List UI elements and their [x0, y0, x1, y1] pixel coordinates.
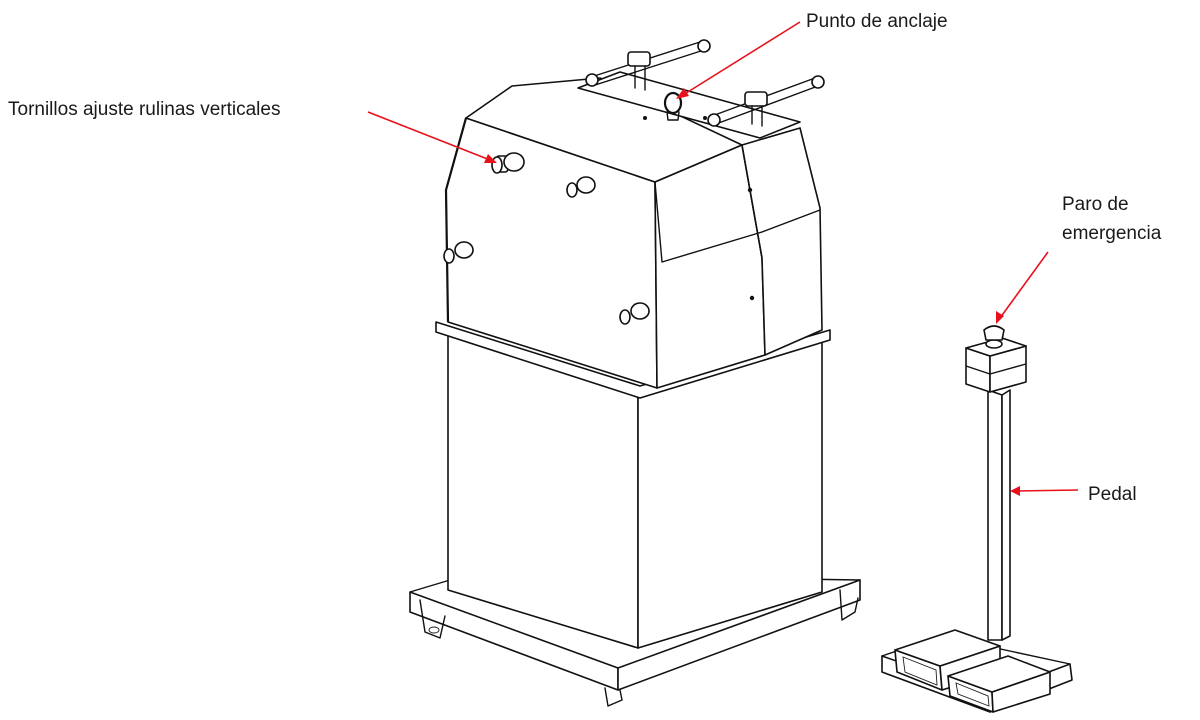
pedal-unit	[881, 325, 1073, 713]
arrow-adjust-screws	[367, 111, 491, 161]
arrow-pedal-head	[1010, 486, 1020, 496]
label-pedal: Pedal	[1088, 484, 1137, 505]
arrow-emergency-stop	[999, 251, 1049, 319]
arrow-anchor-point-head	[676, 88, 689, 99]
crank-handles	[585, 39, 825, 127]
label-emergency-stop-line2: emergencia	[1062, 223, 1162, 244]
upper-housing	[444, 71, 823, 389]
label-emergency-stop: Paro de emergencia	[1062, 190, 1161, 248]
arrow-pedal	[1015, 489, 1079, 492]
arrow-adjust-screws-head	[484, 154, 497, 163]
lower-cabinet	[447, 334, 823, 649]
adjust-screws	[443, 152, 650, 325]
arrow-emergency-stop-head	[996, 311, 1004, 324]
anchor-eyebolt	[663, 91, 683, 121]
label-adjust-screws: Tornillos ajuste rulinas verticales	[8, 99, 281, 120]
label-anchor-point: Punto de anclaje	[806, 11, 948, 32]
label-emergency-stop-line1: Paro de	[1062, 194, 1129, 215]
arrow-anchor-point	[682, 21, 801, 96]
callout-arrows	[367, 21, 1079, 496]
